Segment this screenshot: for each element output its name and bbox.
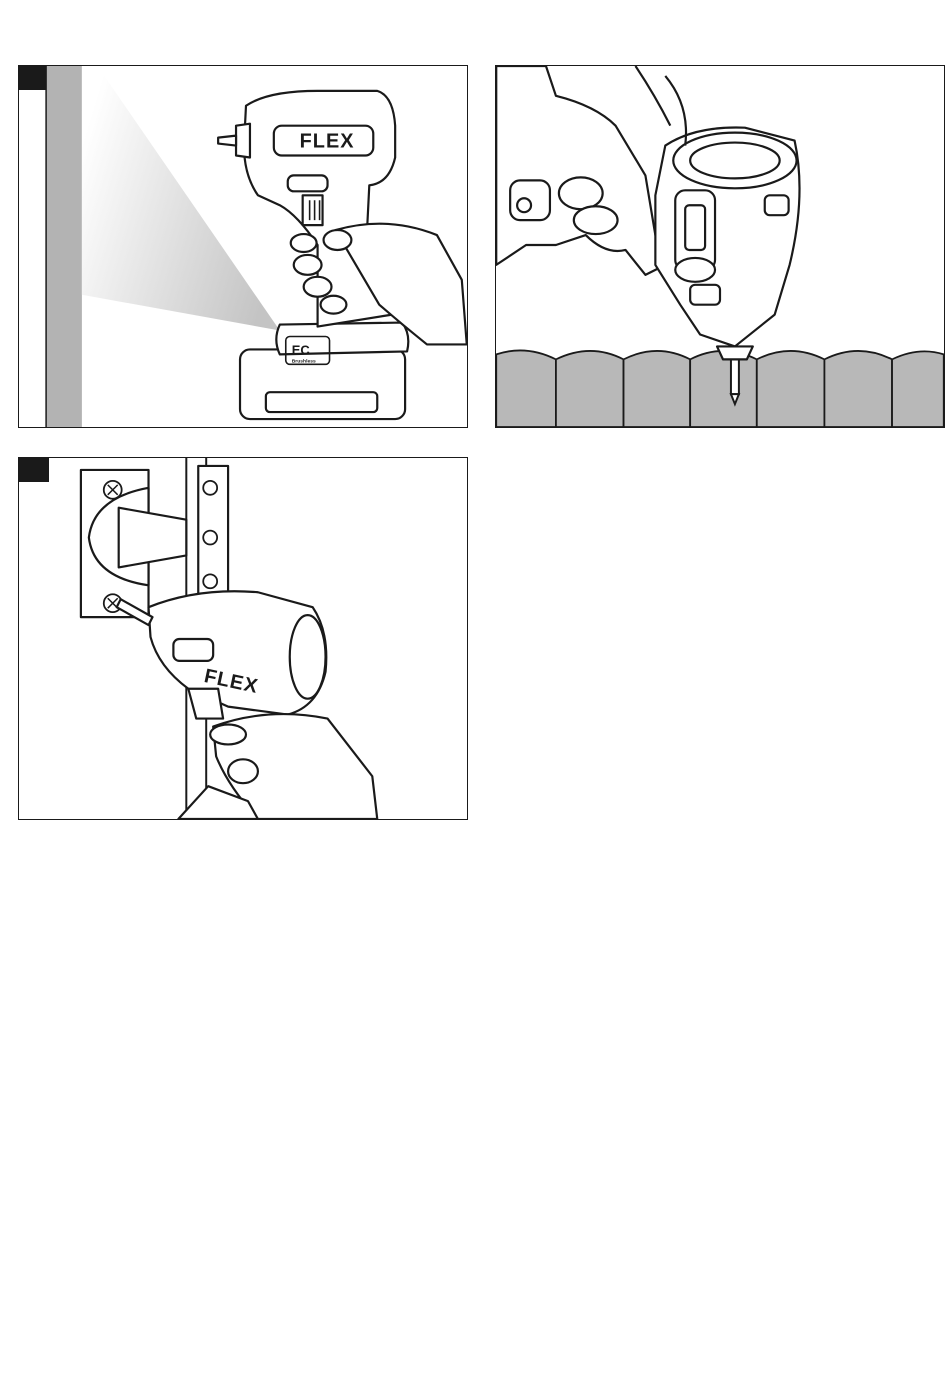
illustration-hinge: FLEX [19,458,467,819]
ec-badge-subtext: Brushless [292,358,316,364]
fence [496,350,944,427]
thumb [675,258,715,282]
figure-3-hinge: FLEX [18,457,468,820]
wall [46,66,82,427]
arm-and-hand [496,66,665,275]
hand [178,714,377,819]
impact-driver-top-view [655,127,799,359]
figure-1-work-light: FLEX EC Brushless [18,65,468,428]
figure-2-driving-down [495,65,945,428]
illustration-work-light: FLEX EC Brushless [19,66,467,427]
screw [731,354,739,404]
illustration-driving-down [496,66,944,427]
ec-badge-text: EC [292,342,310,357]
brand-logo: FLEX [300,131,355,153]
impact-driver-side-view [117,591,327,718]
